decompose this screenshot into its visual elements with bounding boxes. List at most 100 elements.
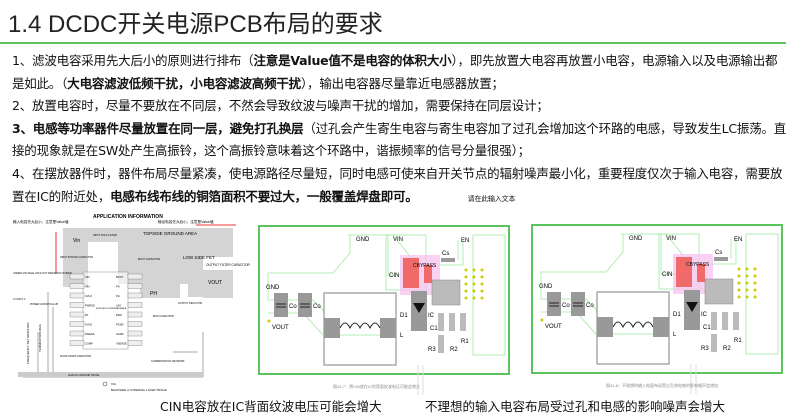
voltage-label: 3.3 OR 5 V: [13, 298, 26, 301]
vout-label: VOUT: [208, 280, 222, 286]
page-title: 1.4 DCDC开关电源PCB布局的要求: [8, 11, 383, 38]
thermal-via: [480, 268, 484, 272]
requirement-3: 3、电感等功率器件尽量放置在同一层，避免打孔换层（过孔会产生寄生电容与寄生电容加…: [12, 118, 787, 163]
gnd-label: GND: [356, 237, 370, 243]
requirement-2: 2、放置电容时，尽量不要放在不同层，不然会导致纹波与噪声干扰的增加，需要保持在同…: [12, 98, 549, 114]
r3-label: R3: [701, 346, 709, 352]
bias-label: BIAS CAPACITOR: [153, 315, 174, 318]
r2-label: R2: [450, 347, 458, 353]
topside-label: TOPSIDE GROUND AREA: [143, 231, 197, 236]
thermal-via: [472, 275, 476, 279]
co-label: Co: [562, 303, 570, 309]
pcb-diagram: GND VIN EN Cs CIN CBYPASS IC D1 L GND Co…: [258, 225, 510, 395]
cin-label: CIN: [389, 273, 399, 279]
bypass-label: CBYPASS: [686, 262, 710, 268]
pin-label: PGND: [116, 323, 124, 327]
uvlo-label: UNDER VOLTAGE LOCK OUT RESISTOR DIVIDER: [13, 272, 72, 275]
text: （过孔会产生寄生电容与寄生电容加了过孔会增加这个环路的电感，导致发生LC振荡。直…: [12, 120, 787, 159]
pin-label: VSENSE: [116, 342, 127, 346]
thermal-via: [472, 282, 476, 286]
via-legend: VIA: [111, 382, 116, 386]
caption-left: CIN电容放在IC背面纹波电压可能会增大: [160, 399, 382, 414]
ic-pin-left: [69, 311, 85, 318]
pin-label: PH: [116, 294, 120, 298]
thermal-via: [464, 289, 468, 293]
c1-label: C1: [703, 325, 711, 331]
placeholder-text[interactable]: 请在此输入文本: [467, 194, 516, 203]
r3-label: R3: [428, 347, 436, 353]
text: ），即先放置大电容再放置小电容，电源输入以及电源输出都是如此。（: [12, 53, 778, 91]
ic-pin-right: [127, 302, 143, 308]
topside-ground-area: [63, 228, 233, 297]
ic-pin-right: [127, 283, 143, 289]
thermal-via: [753, 267, 757, 271]
requirement-4: 4、在摆放器件时，器件布局尽量紧凑，使电源路径尽量短，同时电感可使来自开关节点的…: [12, 163, 787, 210]
thermal-via: [472, 296, 476, 300]
thermal-via: [753, 288, 757, 292]
diode-icon: [686, 302, 698, 312]
ic-chip: [431, 279, 461, 306]
thermal-via: [737, 288, 741, 292]
output-note: 输出电容先大后小、注意是Value值: [158, 219, 214, 224]
ic-pin-left: [69, 302, 85, 308]
cin-capacitor: [403, 258, 419, 288]
thermal-via: [745, 288, 749, 292]
pin-label: LSG: [116, 304, 121, 308]
emphasis: 电感布线布线的铜箔面积不要过大，一般覆盖焊盘即可。: [110, 188, 418, 204]
d1-label: D1: [673, 312, 681, 318]
ic-body: [82, 271, 129, 350]
ic-chip: [704, 278, 734, 305]
ph-label: PH: [150, 291, 157, 297]
pin-label: UVLO: [85, 294, 92, 298]
via-legend-icon: [102, 381, 108, 387]
ic-pin-right: [127, 311, 143, 318]
figure-caption: 图24-7：将CIN放在IC的背面纹波电压可能会增大: [333, 383, 420, 389]
co-capacitor: [298, 293, 312, 317]
en-label: EN: [734, 237, 742, 243]
inductor-icon: [612, 321, 654, 329]
c1-label: C1: [430, 326, 438, 332]
pin-label: PWRGD: [85, 304, 95, 308]
figure-caption: 图24-8：不理想的输入电容布局受过孔和电感的影响噪声会增加: [606, 382, 718, 388]
thermal-via: [480, 282, 484, 286]
caption-right: 不理想的输入电容布局受过孔和电感的影响噪声会增大: [425, 399, 726, 414]
l-label: L: [400, 333, 404, 339]
ic-label: IC: [428, 313, 435, 319]
ic-pin-right: [127, 321, 143, 327]
thermal-via: [745, 295, 749, 299]
thermal-via: [753, 274, 757, 278]
requirements-text: 1、滤波电容采用先大后小的原则进行排布（注意是Value值不是电容的体积大小），…: [12, 50, 787, 210]
termination-res-label: TERMINATION RES.: [38, 324, 42, 352]
diagram-title: APPLICATION INFORMATION: [93, 214, 163, 220]
ic-pin-right: [127, 292, 143, 299]
thermal-via: [480, 296, 484, 300]
bypass-label: CBYPASS: [413, 263, 437, 269]
thermal-via: [472, 268, 476, 272]
vout-area: [203, 270, 233, 298]
thermal-via: [480, 275, 484, 279]
thermal-via: [464, 282, 468, 286]
thermal-via: [464, 296, 468, 300]
thermal-via: [745, 267, 749, 271]
bypass-capacitor: [697, 264, 705, 282]
vout-label: VOUT: [272, 325, 289, 331]
bulk-filter-label: INPUT BULK FILTER: [93, 234, 117, 237]
thermal-via: [753, 281, 757, 285]
compensation-label: COMPENSATION NETWORK: [151, 360, 185, 363]
analog-ground-label: ANALOG GROUND TRACE: [68, 374, 100, 377]
cs-capacitor: [441, 258, 455, 262]
ic-pin-right: [127, 273, 143, 280]
text: ），输出电容器尽量靠近电感器放置；: [300, 75, 504, 91]
pin-label: RT: [85, 313, 89, 317]
thermal-via: [745, 281, 749, 285]
co-capacitor: [571, 292, 585, 316]
frequency-set-resistor-label: FREQUENCY SET RESISTOR: [26, 322, 30, 364]
emphasis: 大电容滤波低频干扰，小电容滤波高频干扰: [67, 75, 301, 91]
pin-label: COMP: [85, 342, 93, 346]
ic-pin-left: [69, 283, 85, 289]
analog-ground-trace: [18, 372, 203, 377]
co-label: Co: [586, 303, 594, 309]
cin-label: CIN: [662, 272, 672, 278]
pin-label: BIAS: [116, 313, 122, 317]
bypass-label: INPUT BYPASS CAPACITOR: [60, 256, 93, 259]
